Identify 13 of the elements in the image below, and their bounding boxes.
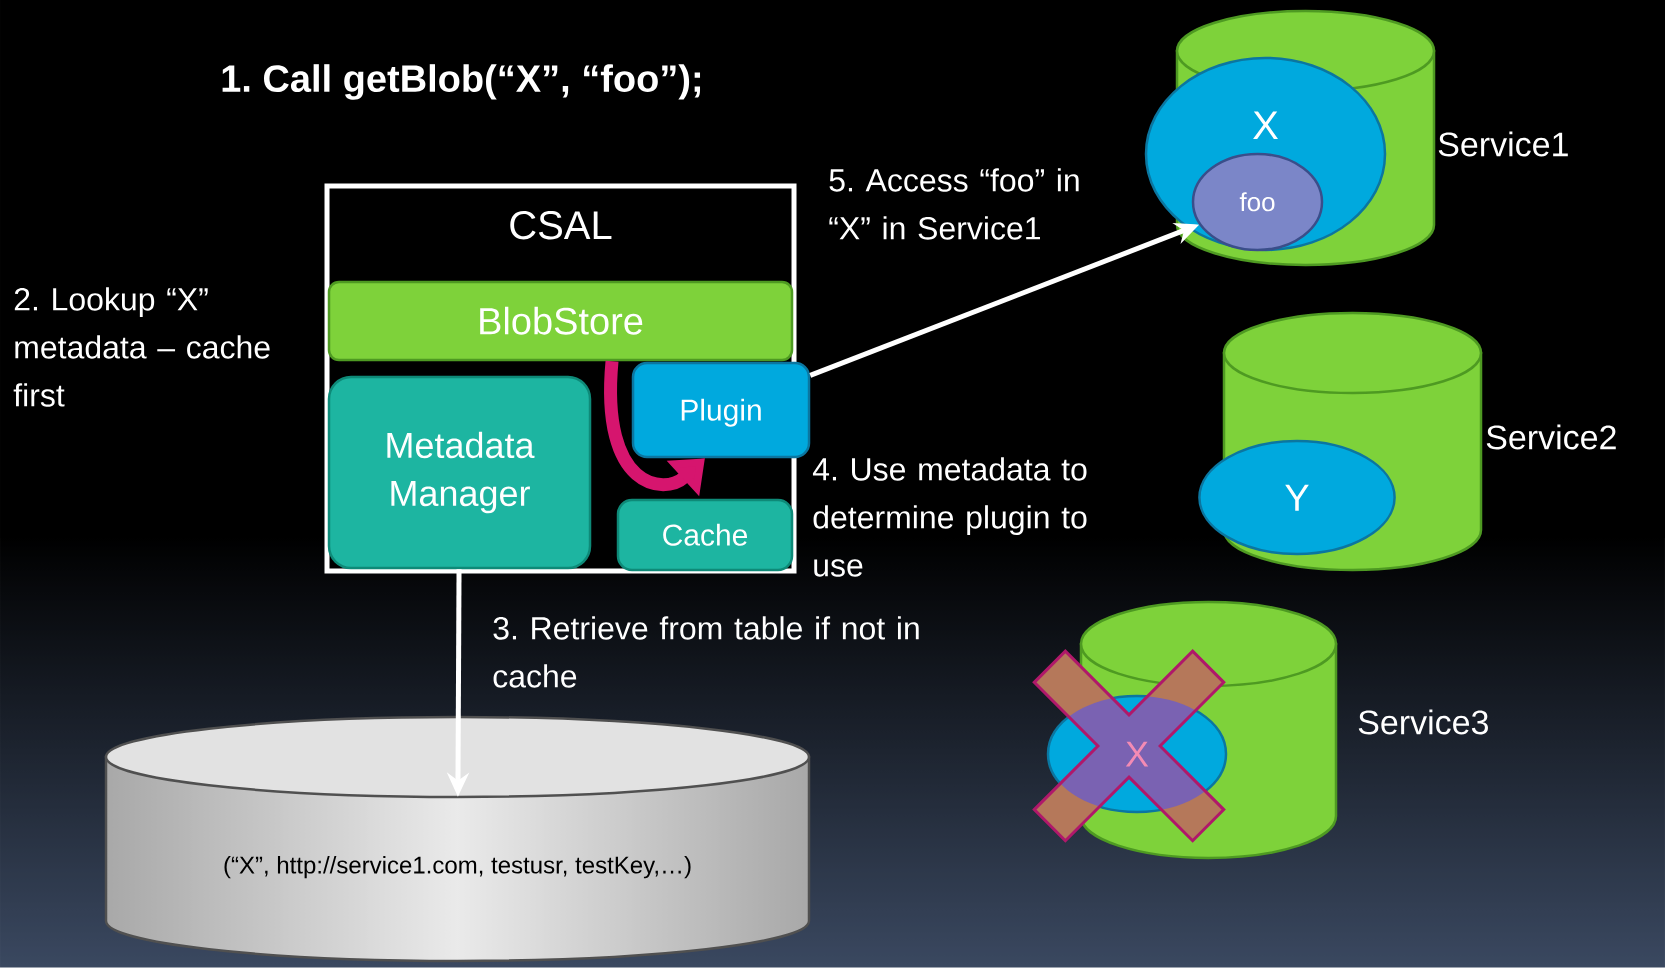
- module-box: Cache: [616, 498, 794, 572]
- service-label: Service3: [1358, 709, 1488, 735]
- edge-label: 5. Access “foo” in “X” in Service1: [829, 168, 1079, 240]
- module-box: Plugin: [631, 361, 811, 459]
- module-box: Metadata Manager: [327, 375, 592, 570]
- step-text: 2. Lookup “X” metadata – cache first: [13, 287, 270, 407]
- database-cylinder: (“X”, http://service1.com, testusr, testKey,…): [104, 715, 811, 963]
- layer-bar: BlobStore: [327, 280, 794, 362]
- heading: 1. Call getBlob(“X”, “foo”);: [222, 64, 700, 100]
- service-label: Service1: [1438, 131, 1568, 157]
- step-text: 4. Use metadata to determine plugin to use: [812, 457, 1087, 577]
- edge-label: 3. Retrieve from table if not in cache: [493, 616, 919, 688]
- service-label: Service2: [1486, 424, 1616, 450]
